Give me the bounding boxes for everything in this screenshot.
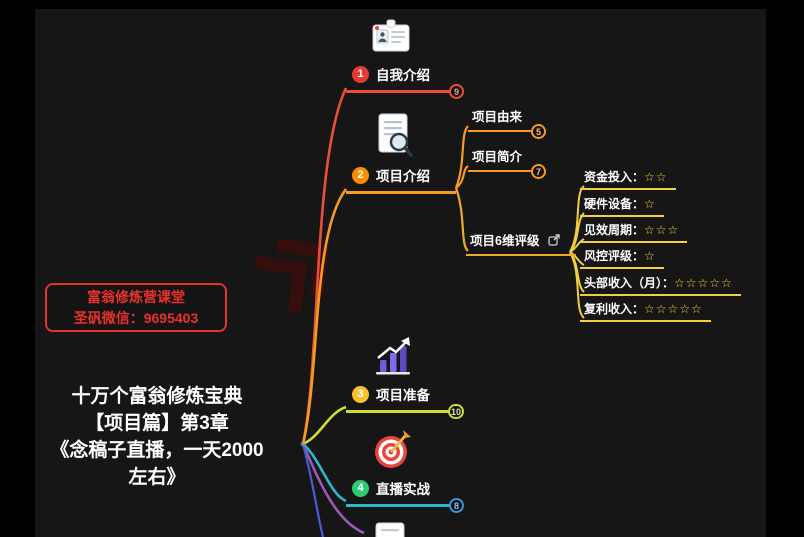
node-project-intro[interactable]: 2 项目介绍 — [346, 163, 456, 194]
node-number-1: 1 — [352, 65, 369, 83]
wechat-box-line1: 富翁修炼营课堂 — [87, 288, 185, 305]
bottom-topic-icon[interactable] — [370, 520, 410, 537]
map-title-line4: 左右》 — [128, 467, 186, 488]
growth-chart-icon[interactable] — [370, 334, 416, 383]
leaf-funding[interactable]: 资金投入： ☆☆ — [580, 168, 676, 190]
wechat-contact-box: 富翁修炼营课堂 圣矾微信：9695403 — [45, 283, 227, 332]
map-title: 十万个富翁修炼宝典 【项目篇】第3章 《念稿子直播，一天2000 左右》 — [18, 383, 296, 491]
collapse-badge-self-intro[interactable]: 9 — [449, 84, 464, 99]
node-project-origin[interactable]: 项目由来 5 — [468, 105, 547, 139]
collapse-badge-prep[interactable]: 10 — [447, 404, 464, 419]
wechat-box-line2: 圣矾微信：9695403 — [73, 309, 199, 326]
leaf-hardware[interactable]: 硬件设备： ☆ — [580, 195, 664, 217]
node-number-3: 3 — [352, 385, 369, 403]
node-project-brief[interactable]: 项目简介 7 — [468, 145, 547, 179]
leaf-risk[interactable]: 风控评级： ☆ — [580, 247, 664, 269]
leaf-top-income-label: 头部收入（月）： — [584, 276, 675, 290]
node-self-intro-label: 自我介绍 — [376, 68, 430, 83]
node-project-prep[interactable]: 3 项目准备 10 — [346, 382, 464, 419]
external-link-icon[interactable] — [548, 233, 561, 246]
leaf-risk-label: 风控评级： — [584, 249, 645, 263]
node-project-prep-label: 项目准备 — [376, 388, 430, 403]
dart-target-icon[interactable] — [370, 426, 414, 479]
collapse-badge-origin[interactable]: 5 — [531, 124, 547, 139]
collapse-badge-live[interactable]: 8 — [449, 498, 464, 513]
node-project-rating-label: 项目6维评级 — [470, 234, 540, 248]
map-title-line1: 十万个富翁修炼宝典 — [71, 386, 243, 407]
id-card-icon[interactable] — [368, 16, 414, 63]
node-self-intro[interactable]: 1 自我介绍 9 — [346, 62, 464, 99]
map-title-line2: 【项目篇】第3章 — [85, 413, 229, 434]
node-project-brief-label: 项目简介 — [472, 150, 523, 164]
node-number-4: 4 — [352, 479, 369, 497]
node-live-practice-label: 直播实战 — [376, 482, 430, 497]
leaf-funding-label: 资金投入： — [584, 170, 645, 184]
leaf-hardware-label: 硬件设备： — [584, 197, 645, 211]
leaf-cycle-label: 见效周期： — [584, 223, 645, 237]
node-project-origin-label: 项目由来 — [472, 110, 523, 124]
leaf-compound[interactable]: 复利收入： ☆☆☆☆☆ — [580, 300, 711, 322]
leaf-compound-label: 复利收入： — [584, 302, 645, 316]
leaf-risk-stars: ☆ — [644, 249, 656, 263]
document-search-icon[interactable] — [372, 110, 416, 165]
node-live-practice[interactable]: 4 直播实战 8 — [346, 476, 464, 513]
leaf-compound-stars: ☆☆☆☆☆ — [644, 302, 703, 316]
map-title-line3: 《念稿子直播，一天2000 — [50, 440, 264, 461]
node-project-rating[interactable]: 项目6维评级 — [466, 229, 577, 256]
collapse-badge-brief[interactable]: 7 — [531, 164, 547, 179]
node-project-intro-label: 项目介绍 — [376, 169, 430, 184]
leaf-cycle[interactable]: 见效周期： ☆☆☆ — [580, 221, 688, 243]
leaf-hardware-stars: ☆ — [644, 197, 656, 211]
leaf-top-income[interactable]: 头部收入（月）： ☆☆☆☆☆ — [580, 274, 741, 296]
leaf-funding-stars: ☆☆ — [644, 170, 668, 184]
leaf-top-income-stars: ☆☆☆☆☆ — [674, 276, 733, 290]
node-number-2: 2 — [352, 166, 369, 184]
leaf-cycle-stars: ☆☆☆ — [644, 223, 680, 237]
